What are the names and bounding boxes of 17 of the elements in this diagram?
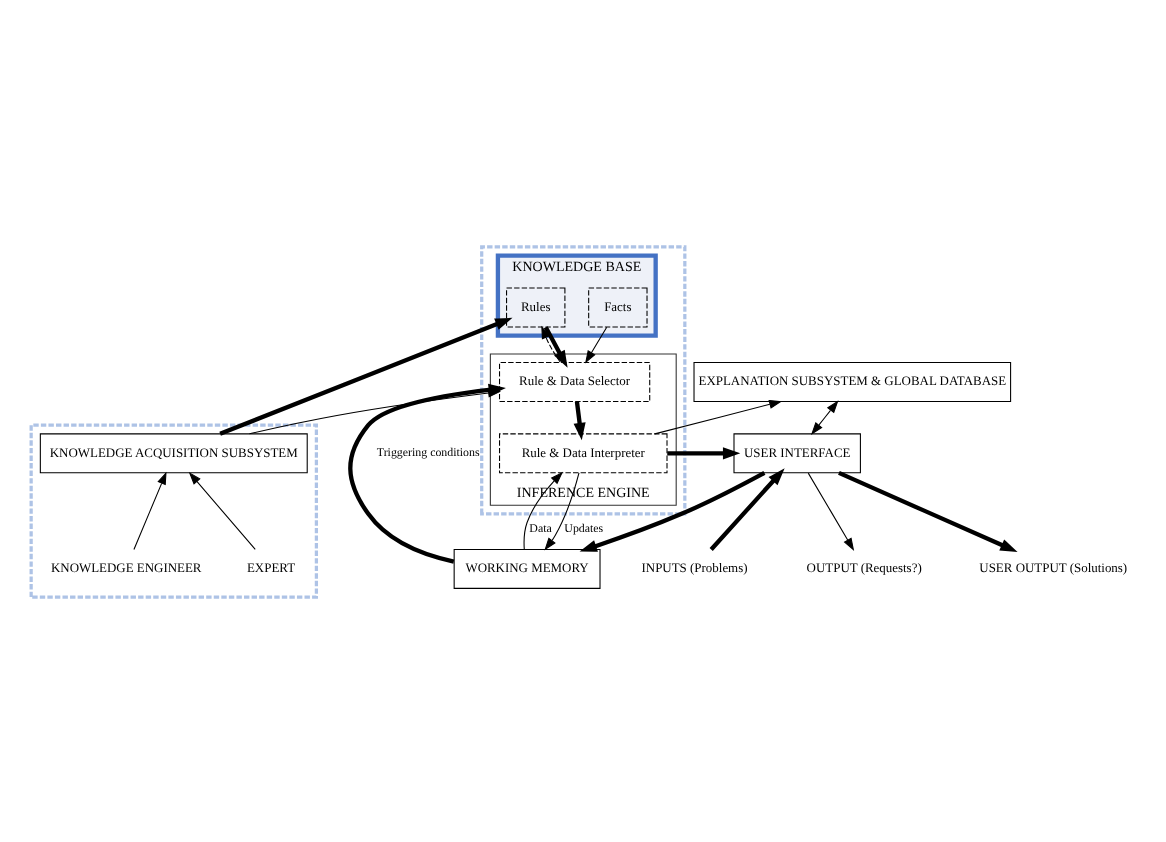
arrow xyxy=(585,325,608,363)
arrow xyxy=(541,324,561,362)
arrow xyxy=(543,325,568,367)
arrow xyxy=(219,316,513,435)
arrow xyxy=(807,471,855,550)
arrow xyxy=(544,471,580,550)
arrow xyxy=(667,446,741,459)
arrow xyxy=(838,469,1018,552)
arrow xyxy=(573,400,586,440)
arrow xyxy=(654,398,783,434)
arrow xyxy=(709,467,785,550)
arrow xyxy=(810,399,839,434)
arrow xyxy=(188,470,256,549)
cluster xyxy=(29,422,318,598)
cluster xyxy=(480,244,687,515)
arrow xyxy=(133,470,167,549)
arrow xyxy=(579,469,766,551)
